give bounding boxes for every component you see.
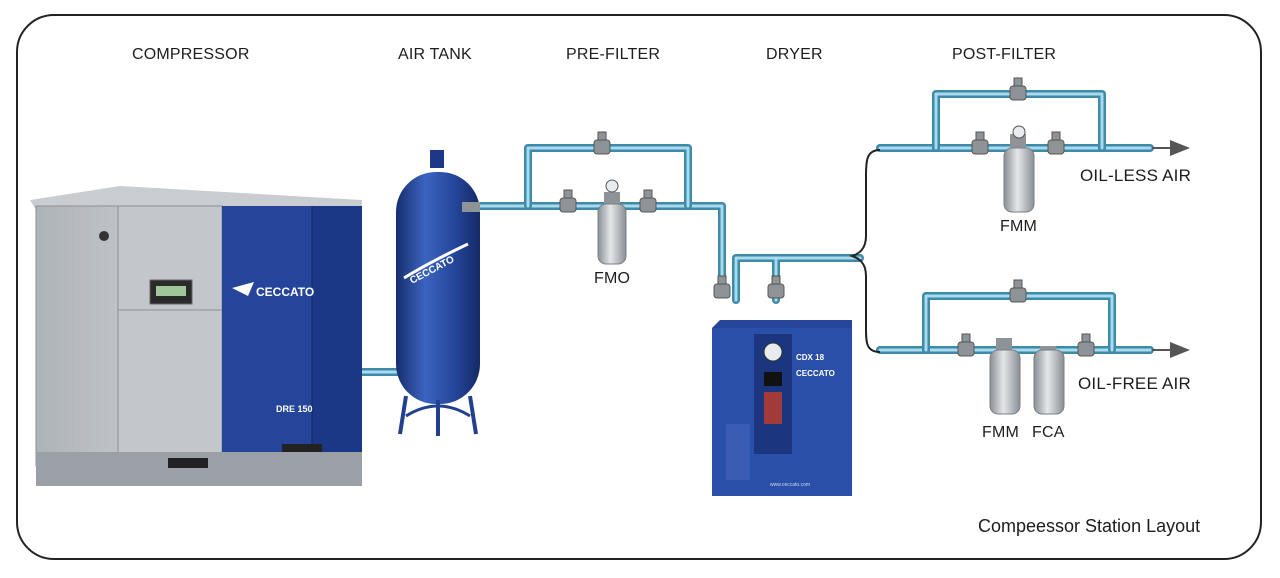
filter-label-fca: FCA bbox=[1032, 424, 1065, 441]
filter-label-fmm-bottom: FMM bbox=[982, 424, 1020, 441]
pipe-dryer-manifold bbox=[732, 254, 864, 304]
stage-label-compressor: COMPRESSOR bbox=[132, 46, 250, 63]
tank-outlet-icon bbox=[462, 202, 480, 212]
valve-icon bbox=[971, 131, 989, 155]
fmm-top-filter-unit bbox=[1003, 125, 1035, 213]
dryer-brand: CECCATO bbox=[796, 369, 835, 378]
dryer-url: www.ceccato.com bbox=[770, 482, 810, 488]
fmm-top-gauge-icon bbox=[1012, 125, 1026, 139]
compressor-logo-icon bbox=[232, 282, 254, 296]
valve-icon bbox=[713, 275, 731, 299]
filter-label-fmo: FMO bbox=[594, 270, 631, 287]
dryer-gauge-icon bbox=[763, 342, 783, 362]
output-label-oil-free: OIL-FREE AIR bbox=[1078, 374, 1191, 393]
compressor-brand: CECCATO bbox=[256, 285, 314, 299]
valve-icon bbox=[639, 189, 657, 213]
air-tank-unit: CECCATO bbox=[396, 150, 480, 436]
tank-logo-icon bbox=[403, 242, 469, 280]
fmo-filter-unit bbox=[597, 179, 627, 265]
valve-icon bbox=[1047, 131, 1065, 155]
stage-label-dryer: DRYER bbox=[766, 46, 823, 63]
diagram-caption: Compeessor Station Layout bbox=[978, 516, 1201, 536]
compressor-knob-icon bbox=[99, 231, 109, 241]
compressor-unit: CECCATO DRE 150 bbox=[30, 186, 362, 486]
stage-label-air-tank: AIR TANK bbox=[398, 46, 472, 63]
fca-filter-unit bbox=[1033, 346, 1065, 415]
output-label-oil-less: OIL-LESS AIR bbox=[1080, 166, 1192, 185]
compressor-model: DRE 150 bbox=[276, 404, 313, 414]
valve-icon bbox=[559, 189, 577, 213]
valves bbox=[559, 77, 1095, 357]
valve-icon bbox=[1009, 77, 1027, 101]
valve-icon bbox=[593, 131, 611, 155]
valve-icon bbox=[957, 333, 975, 357]
valve-icon bbox=[1077, 333, 1095, 357]
stage-label-pre-filter: PRE-FILTER bbox=[566, 46, 661, 63]
fmm-bottom-filter-unit bbox=[989, 338, 1021, 415]
valve-icon bbox=[1009, 279, 1027, 303]
split-brace bbox=[848, 149, 881, 353]
fmo-gauge-icon bbox=[605, 179, 619, 193]
valve-icon bbox=[767, 275, 785, 299]
stage-label-post-filter: POST-FILTER bbox=[952, 46, 1057, 63]
dryer-model: CDX 18 bbox=[796, 353, 825, 362]
filter-label-fmm-top: FMM bbox=[1000, 218, 1038, 235]
dryer-unit: CDX 18 CECCATO www.ceccato.com bbox=[712, 320, 852, 496]
